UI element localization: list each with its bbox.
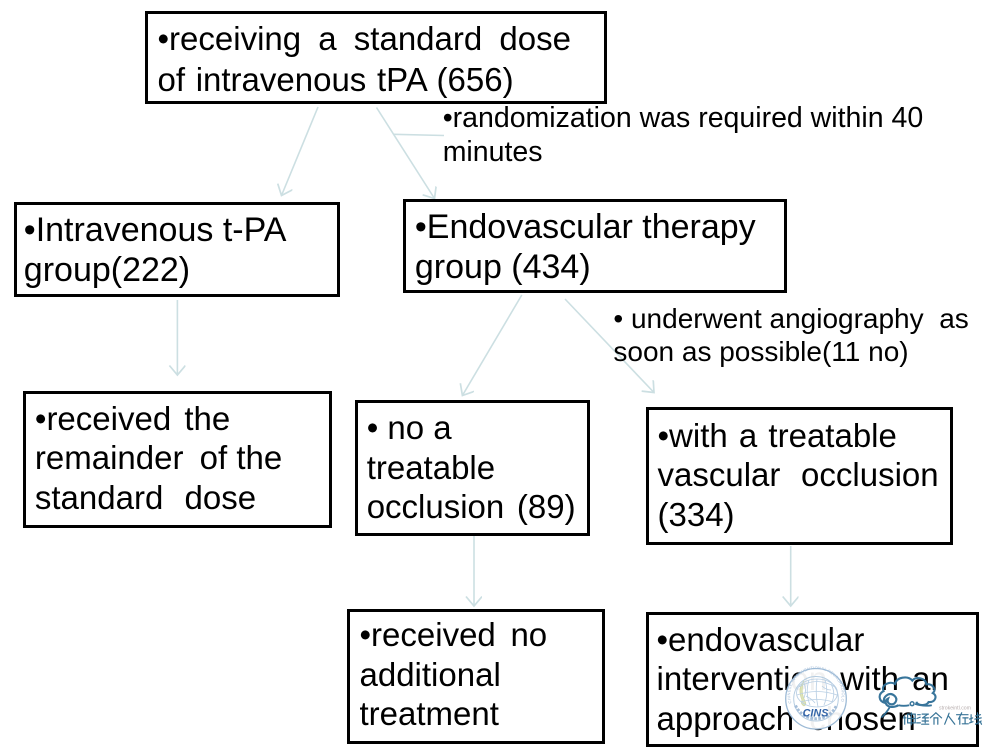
svg-text:CINS: CINS bbox=[803, 708, 830, 720]
svg-text:strokeintl.com: strokeintl.com bbox=[939, 706, 971, 712]
svg-text:CHINESE INTERVENTIONAL NEURORA: CHINESE INTERVENTIONAL NEURORADIOLOGY SO… bbox=[0, 0, 846, 704]
